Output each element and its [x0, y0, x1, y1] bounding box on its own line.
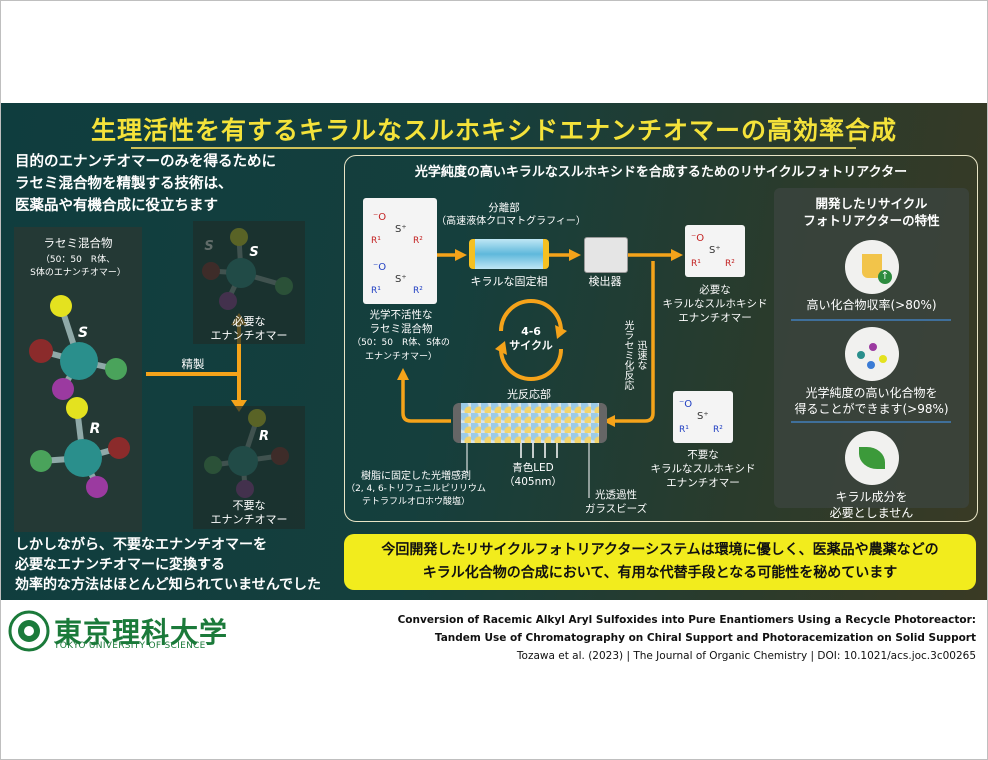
outro-text: しかしながら、不要なエナンチオマーを 必要なエナンチオマーに変換する 効率的な方…: [15, 537, 322, 593]
racemic-title: ラセミ混合物: [43, 236, 113, 250]
intro-text: 目的のエナンチオマーのみを得るために ラセミ混合物を精製する技術は、 医薬品や有…: [15, 154, 276, 214]
main-title: 生理活性を有するキラルなスルホキシドエナンチオマーの高効率合成: [90, 116, 897, 145]
led-label: 青色LED（405nm）: [504, 462, 562, 488]
racemization-label: 迅速な光ラセミ化反応: [622, 320, 646, 390]
leaf-icon: [845, 431, 899, 485]
university-sub: TOKYO UNIVERSITY OF SCIENCE: [54, 641, 206, 651]
molecule-icon: [845, 327, 899, 381]
purify-label: 精製: [181, 357, 205, 371]
chromatography-column: [469, 239, 549, 269]
graphic-banner: 生理活性を有するキラルなスルホキシドエナンチオマーの高効率合成 目的のエナンチオ…: [1, 103, 987, 600]
photoreactor-tube: [453, 403, 607, 443]
flask-up-icon: ↑: [845, 240, 899, 294]
detector-icon: [584, 237, 628, 273]
s-molecule-left: [29, 295, 127, 400]
university-seal-icon: [8, 610, 50, 652]
needed-panel: [193, 221, 305, 344]
needed-structure: ⁻O S⁺ R¹ R²: [685, 225, 745, 277]
features-title: 開発したリサイクルフォトリアクターの特性: [803, 196, 940, 228]
beads-label: 光透過性ガラスビーズ: [584, 489, 648, 515]
reactor-title: 光学純度の高いキラルなスルホキシドを合成するためのリサイクルフォトリアクター: [414, 165, 908, 180]
reactor-panel: [344, 155, 978, 522]
racemic-structure: ⁻O S⁺ R¹ R² ⁻O S⁺ R¹ R²: [363, 198, 437, 304]
unneeded-structure: ⁻O S⁺ R¹ R²: [673, 391, 733, 443]
university-name: 東京理科大学: [54, 616, 229, 649]
citation: Conversion of Racemic Alkyl Aryl Sulfoxi…: [397, 614, 976, 662]
title-underline: [131, 147, 856, 149]
inactive-label: 光学不活性なラセミ混合物 （50：50 R体、S体のエナンチオマー）: [352, 309, 450, 362]
sensitizer-label: 樹脂に固定した光増感剤 （2, 4, 6-トリフェニルピリリウム テトラフルオロ…: [346, 471, 486, 507]
unneeded-panel: [193, 406, 305, 529]
conclusion-box: 今回開発したリサイクルフォトリアクターシステムは環境に優しく、医薬品や農薬などの…: [344, 534, 976, 590]
r-molecule-left: [30, 397, 130, 498]
